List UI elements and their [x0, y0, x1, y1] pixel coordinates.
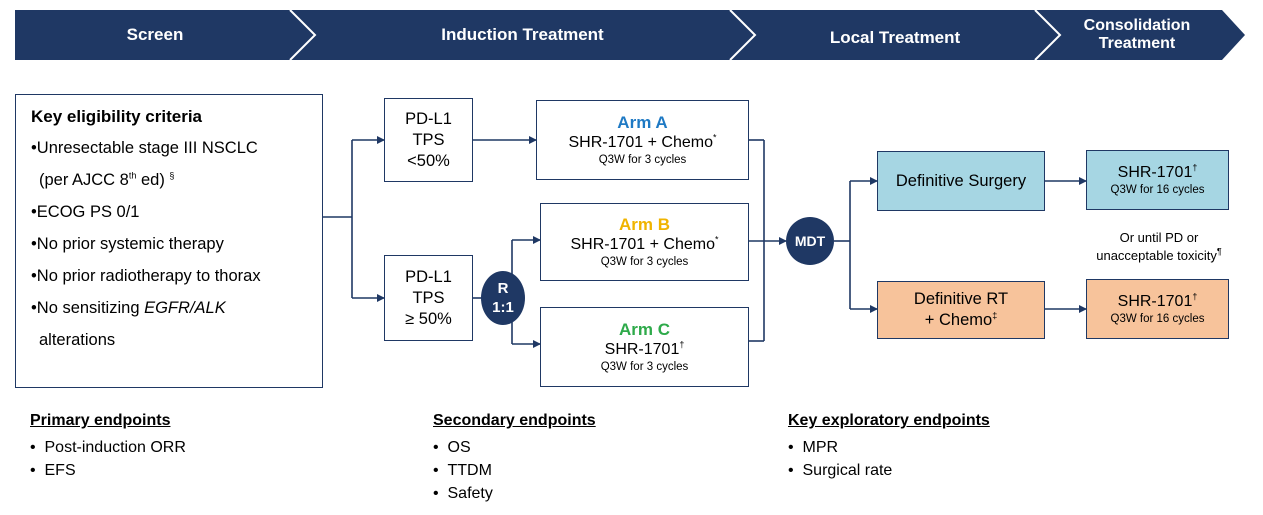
- exploratory-endpoints: Key exploratory endpoints • MPR • Surgic…: [788, 412, 990, 482]
- phase-banner: [15, 9, 1245, 61]
- pdl1-low-line: PD-L1: [405, 109, 452, 128]
- randomization-circle: R 1:1: [481, 271, 525, 325]
- arm-a-box: Arm A SHR-1701 + Chemo* Q3W for 3 cycles: [536, 100, 749, 180]
- pdl1-low-line: <50%: [407, 151, 450, 170]
- pdl1-high-line: ≥ 50%: [405, 309, 452, 328]
- arm-c-title: Arm C: [618, 319, 670, 339]
- phase-chevron-consolidation: [1035, 10, 1245, 60]
- consolidation-note-line: unacceptable toxicity¶: [1096, 246, 1222, 263]
- definitive-surgery-label: Definitive Surgery: [895, 171, 1027, 190]
- randomization-letter: R: [497, 280, 509, 297]
- definitive-rt-box: Definitive RT + Chemo‡: [877, 281, 1045, 339]
- consolidation-schedule: Q3W for 16 cycles: [1110, 312, 1205, 325]
- endpoint-item: • OS: [433, 439, 471, 456]
- definitive-surgery-box: Definitive Surgery: [877, 151, 1045, 211]
- arm-c-treatment: SHR-1701†: [604, 339, 685, 358]
- definitive-rt-chemo-label: + Chemo‡: [924, 310, 998, 329]
- eligibility-item: •No prior systemic therapy: [31, 235, 224, 253]
- consolidation-rt-box: SHR-1701† Q3W for 16 cycles: [1086, 279, 1229, 339]
- pdl1-high-line: PD-L1: [405, 267, 452, 286]
- eligibility-item: (per AJCC 8th ed) §: [39, 170, 175, 189]
- consolidation-treatment: SHR-1701†: [1117, 162, 1198, 181]
- definitive-rt-label: Definitive RT: [913, 290, 1009, 308]
- endpoint-item: • Post-induction ORR: [30, 439, 186, 456]
- arm-c-box: Arm C SHR-1701† Q3W for 3 cycles: [540, 307, 749, 387]
- arm-b-treatment: SHR-1701 + Chemo*: [570, 234, 719, 253]
- phase-chevron-induction: [290, 10, 755, 60]
- eligibility-item: •Unresectable stage III NSCLC: [31, 139, 258, 157]
- primary-endpoints-title: Primary endpoints: [30, 412, 171, 429]
- consolidation-note-line: Or until PD or: [1119, 230, 1199, 245]
- phase-chevron-screen: [15, 10, 315, 60]
- mdt-circle: MDT: [786, 217, 834, 265]
- phase-label-local: Local Treatment: [829, 28, 961, 47]
- secondary-endpoints: Secondary endpoints • OS • TTDM • Safety: [433, 412, 596, 505]
- eligibility-box: Key eligibility criteria •Unresectable s…: [15, 94, 323, 388]
- endpoint-item: • MPR: [788, 439, 839, 456]
- phase-chevron-local: [730, 10, 1060, 60]
- arm-a-treatment: SHR-1701 + Chemo*: [568, 132, 717, 151]
- arm-b-title: Arm B: [618, 214, 670, 234]
- arm-a-schedule: Q3W for 3 cycles: [598, 153, 687, 166]
- eligibility-item: •ECOG PS 0/1: [31, 203, 140, 221]
- phase-label-consolidation: Consolidation Treatment: [1083, 17, 1191, 52]
- eligibility-title: Key eligibility criteria: [31, 107, 203, 126]
- phase-label-screen: Screen: [126, 25, 184, 44]
- arm-c-schedule: Q3W for 3 cycles: [600, 360, 689, 373]
- endpoint-item: • Safety: [433, 485, 493, 502]
- phase-label-induction: Induction Treatment: [441, 25, 604, 44]
- eligibility-item: alterations: [39, 331, 116, 349]
- consolidation-surgery-box: SHR-1701† Q3W for 16 cycles: [1086, 150, 1229, 210]
- pdl1-high-box: PD-L1 TPS ≥ 50%: [384, 255, 473, 341]
- exploratory-endpoints-title: Key exploratory endpoints: [788, 412, 990, 429]
- pdl1-low-line: TPS: [412, 130, 445, 149]
- eligibility-item: •No prior radiotherapy to thorax: [31, 267, 261, 285]
- primary-endpoints: Primary endpoints • Post-induction ORR •…: [30, 412, 186, 482]
- consolidation-treatment: SHR-1701†: [1117, 291, 1198, 310]
- arm-b-schedule: Q3W for 3 cycles: [600, 255, 689, 268]
- consolidation-schedule: Q3W for 16 cycles: [1110, 183, 1205, 196]
- consolidation-note: Or until PD or unacceptable toxicity¶: [1075, 229, 1243, 265]
- endpoint-item: • Surgical rate: [788, 462, 893, 479]
- endpoint-item: • TTDM: [433, 462, 492, 479]
- randomization-ratio: 1:1: [492, 299, 514, 316]
- arm-a-title: Arm A: [617, 112, 668, 132]
- arm-b-box: Arm B SHR-1701 + Chemo* Q3W for 3 cycles: [540, 203, 749, 281]
- eligibility-item: •No sensitizing EGFR/ALK: [31, 299, 226, 317]
- secondary-endpoints-title: Secondary endpoints: [433, 412, 596, 429]
- endpoint-item: • EFS: [30, 462, 76, 479]
- pdl1-high-line: TPS: [412, 288, 445, 307]
- pdl1-low-box: PD-L1 TPS <50%: [384, 98, 473, 182]
